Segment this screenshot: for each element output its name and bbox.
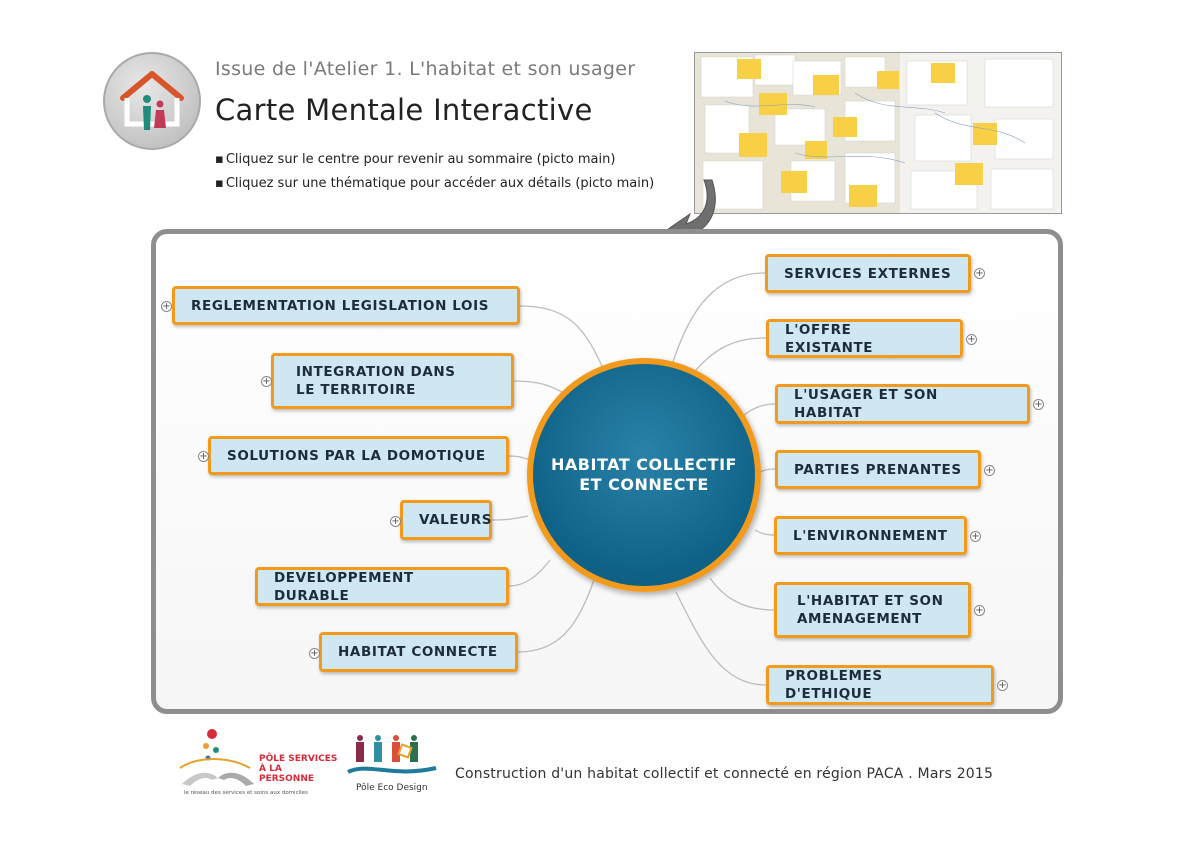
connector-left-3: [508, 455, 531, 461]
hands-icon: [179, 729, 254, 786]
atelier-logo: [103, 52, 201, 150]
topic-integration-territoire[interactable]: INTEGRATION DANS LE TERRITOIRE: [271, 353, 514, 409]
workshop-photo: [694, 52, 1062, 214]
connector-left-1: [519, 305, 603, 367]
expand-problemes-ethique[interactable]: +: [997, 680, 1008, 691]
topic-label: PARTIES PRENANTES: [794, 461, 962, 478]
expand-habitat-amenagement[interactable]: +: [974, 605, 985, 616]
figures-icon: [347, 735, 437, 774]
connector-left-5: [508, 559, 551, 587]
page-title: Carte Mentale Interactive: [215, 93, 593, 127]
topic-label: L'USAGER ET SON HABITAT: [794, 387, 938, 421]
connector-right-6: [709, 577, 775, 611]
topic-usager-habitat[interactable]: L'USAGER ET SON HABITAT: [775, 384, 1030, 424]
connector-left-6: [517, 579, 595, 653]
connector-left-2: [512, 380, 566, 395]
page-subtitle: Issue de l'Atelier 1. L'habitat et son u…: [215, 58, 636, 80]
topic-label: INTEGRATION DANS LE TERRITOIRE: [296, 364, 456, 398]
partner1-line1: PÔLE SERVICES: [259, 754, 338, 764]
expand-valeurs[interactable]: +: [390, 516, 401, 527]
topic-offre-existante[interactable]: L'OFFRE EXISTANTE: [766, 319, 963, 358]
expand-services-externes[interactable]: +: [974, 268, 985, 279]
partner-logo-services: PÔLE SERVICES À LA PERSONNE le réseau de…: [178, 728, 338, 798]
topic-environnement[interactable]: L'ENVIRONNEMENT: [774, 516, 967, 555]
expand-habitat-connecte[interactable]: +: [309, 648, 320, 659]
connector-right-5: [754, 529, 775, 536]
topic-problemes-ethique[interactable]: PROBLEMES D'ETHIQUE: [766, 665, 994, 705]
connector-right-4: [759, 468, 776, 473]
partner1-tagline: le réseau des services et soins aux domi…: [184, 790, 308, 796]
topic-label: DEVELOPPEMENT DURABLE: [274, 569, 414, 604]
topic-label: REGLEMENTATION LEGISLATION LOIS: [191, 297, 490, 314]
connector-right-1: [672, 272, 766, 363]
topic-label: SERVICES EXTERNES: [784, 265, 952, 282]
topic-label: SOLUTIONS PAR LA DOMOTIQUE: [227, 447, 486, 464]
instruction-center: Cliquez sur le centre pour revenir au so…: [215, 152, 616, 167]
topic-label: L'ENVIRONNEMENT: [793, 527, 948, 544]
partner2-name: Pôle Eco Design: [356, 783, 428, 793]
connector-right-7: [675, 591, 767, 686]
connector-right-2: [695, 337, 767, 371]
instruction-topic: Cliquez sur une thématique pour accéder …: [215, 176, 654, 191]
topic-reglementation[interactable]: REGLEMENTATION LEGISLATION LOIS: [172, 286, 520, 325]
topic-label: VALEURS: [419, 512, 493, 528]
expand-reglementation[interactable]: +: [161, 301, 172, 312]
expand-offre-existante[interactable]: +: [966, 334, 977, 345]
expand-environnement[interactable]: +: [970, 531, 981, 542]
partner-logo-eco-design: Pôle Eco Design: [344, 732, 440, 796]
connector-left-4: [491, 515, 529, 521]
partner1-line2: À LA PERSONNE: [259, 764, 315, 784]
topic-domotique[interactable]: SOLUTIONS PAR LA DOMOTIQUE: [208, 436, 509, 475]
center-node[interactable]: HABITAT COLLECTIF ET CONNECTE: [527, 358, 761, 592]
topic-valeurs[interactable]: VALEURS: [400, 500, 492, 540]
topic-services-externes[interactable]: SERVICES EXTERNES: [765, 254, 971, 293]
topic-label: L'HABITAT ET SON AMENAGEMENT: [797, 593, 944, 627]
topic-label: HABITAT CONNECTE: [338, 644, 498, 660]
topic-parties-prenantes[interactable]: PARTIES PRENANTES: [775, 450, 981, 489]
expand-usager-habitat[interactable]: +: [1033, 399, 1044, 410]
house-people-icon: [120, 71, 184, 130]
expand-domotique[interactable]: +: [198, 451, 209, 462]
topic-label: PROBLEMES D'ETHIQUE: [785, 668, 883, 702]
expand-integration-territoire[interactable]: +: [261, 376, 272, 387]
topic-habitat-connecte[interactable]: HABITAT CONNECTE: [319, 632, 518, 672]
center-label: HABITAT COLLECTIF ET CONNECTE: [551, 455, 737, 494]
topic-habitat-amenagement[interactable]: L'HABITAT ET SON AMENAGEMENT: [774, 582, 971, 638]
footer-caption: Construction d'un habitat collectif et c…: [455, 766, 994, 782]
expand-parties-prenantes[interactable]: +: [984, 465, 995, 476]
topic-developpement-durable[interactable]: DEVELOPPEMENT DURABLE: [255, 567, 509, 606]
topic-label: L'OFFRE EXISTANTE: [785, 321, 874, 356]
